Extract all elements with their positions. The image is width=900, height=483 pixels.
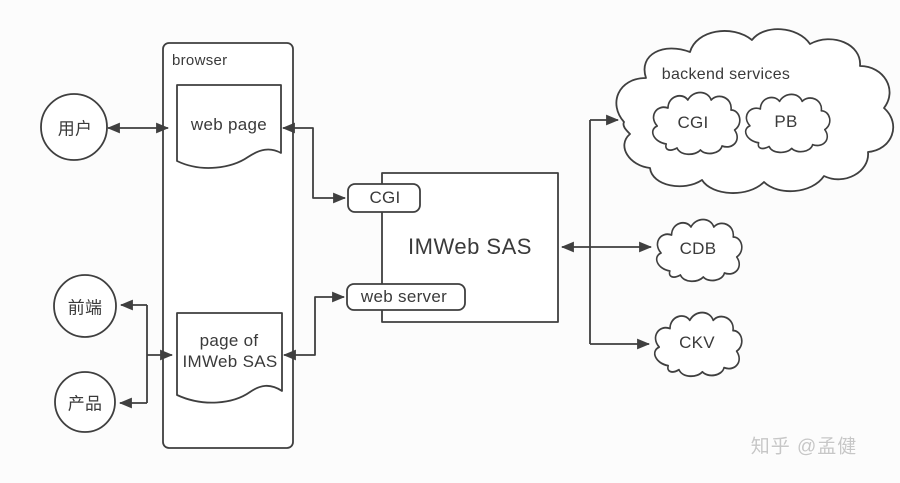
zhihu-watermark: 知乎 @孟健 [750, 436, 858, 458]
product-label: 产品 [67, 394, 103, 414]
web-server-box [346, 283, 466, 311]
cgi-module-label: CGI [369, 188, 401, 207]
cdb-cloud-label: CDB [679, 239, 717, 258]
pb-cloud-label: PB [774, 112, 798, 131]
user-label: 用户 [57, 119, 93, 139]
cgi-cloud-label: CGI [677, 113, 709, 132]
browser-label: browser [172, 52, 228, 69]
web-server-label: web server [360, 287, 448, 306]
web-page-doc-shape [176, 84, 282, 169]
web-page-label: web page [190, 115, 268, 134]
sas-page-label-line1: page of [199, 331, 259, 350]
sas-page-label-line2: IMWeb SAS [182, 352, 278, 371]
arrow-saspage-webserver [282, 291, 346, 361]
frontend-label: 前端 [67, 298, 103, 318]
arrow-webpage-cgi [281, 122, 347, 204]
frontend-circle [53, 274, 117, 338]
backend-services-label: backend services [661, 66, 791, 83]
ckv-cloud-label: CKV [679, 333, 715, 352]
sas-page-doc-shape [176, 312, 283, 404]
cgi-module-box [347, 183, 421, 213]
user-circle [40, 93, 108, 161]
product-circle [54, 371, 116, 433]
imweb-sas-label: IMWeb SAS [408, 234, 532, 259]
